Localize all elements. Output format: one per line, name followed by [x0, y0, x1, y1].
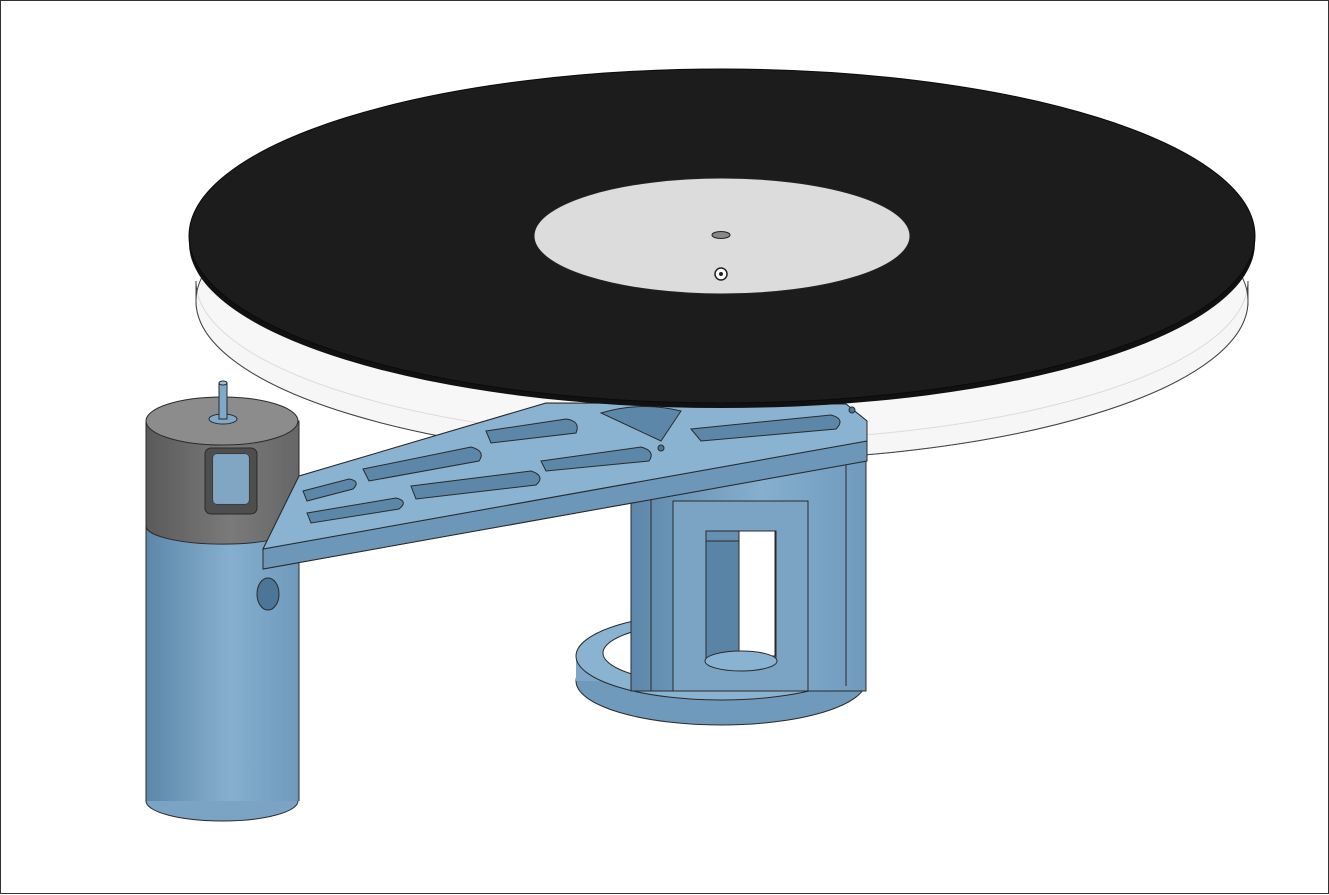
tonearm [262, 402, 868, 570]
tonearm-pillar [145, 380, 300, 822]
bearing-base [575, 455, 867, 726]
spindle-icon [711, 231, 731, 239]
vinyl-record [188, 68, 1256, 408]
